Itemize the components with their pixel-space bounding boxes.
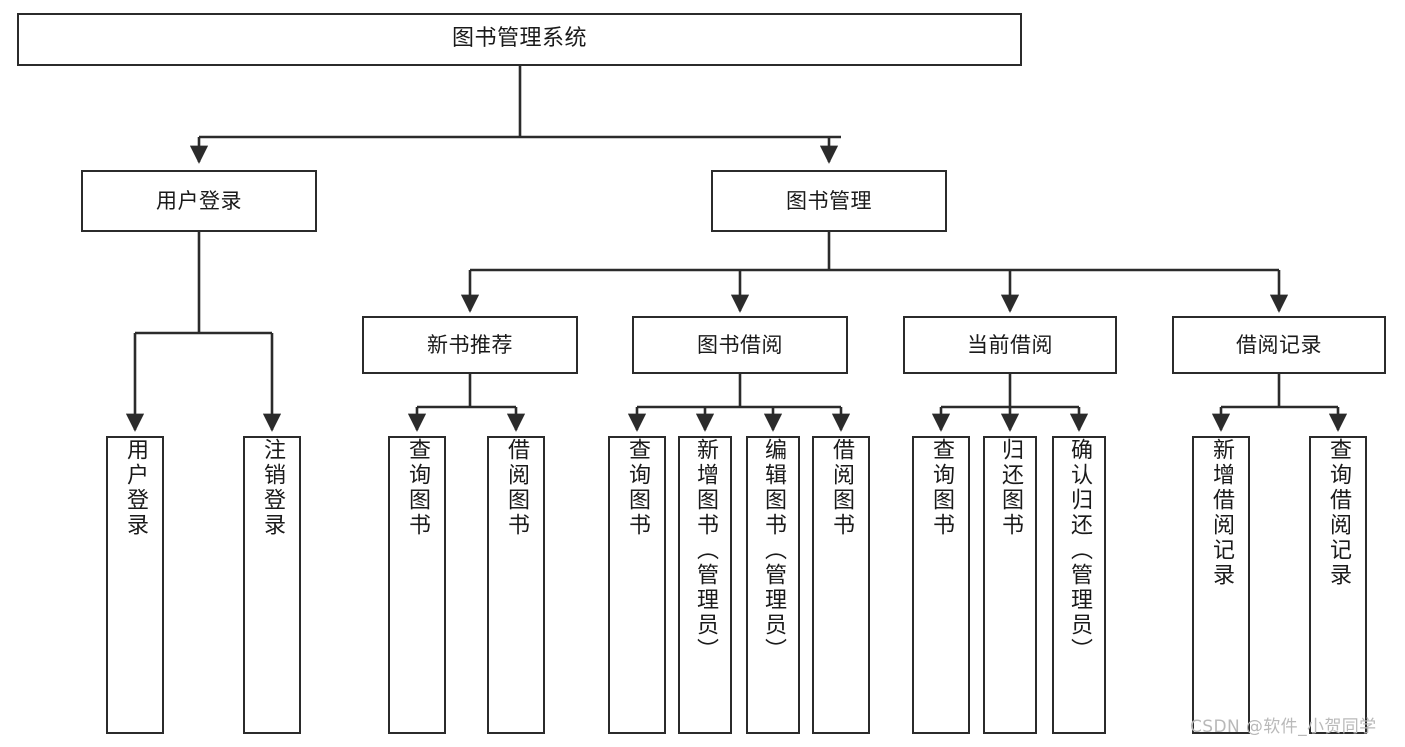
leaf-current-return-book[interactable]: 归还图书 [983,436,1037,734]
node-label: 查询借阅记录 [1326,438,1351,588]
node-user-login[interactable]: 用户登录 [81,170,317,232]
node-label: 借阅记录 [1236,332,1322,357]
node-current-borrow[interactable]: 当前借阅 [903,316,1117,374]
leaf-records-query-record[interactable]: 查询借阅记录 [1309,436,1367,734]
node-label: 编辑图书（管理员） [761,438,786,663]
watermark-text: CSDN @软件_小贺同学 [1190,717,1377,737]
node-label: 查询图书 [625,438,650,538]
node-label: 查询图书 [405,438,430,538]
node-label: 新增图书（管理员） [693,438,718,663]
node-book-management[interactable]: 图书管理 [711,170,947,232]
node-label: 确认归还（管理员） [1067,438,1092,663]
leaf-borrow-edit-book-admin[interactable]: 编辑图书（管理员） [746,436,800,734]
node-label: 用户登录 [123,438,148,538]
node-label: 用户登录 [156,188,242,213]
leaf-borrow-query-book[interactable]: 查询图书 [608,436,666,734]
leaf-recommend-borrow-book[interactable]: 借阅图书 [487,436,545,734]
leaf-user-logout[interactable]: 注销登录 [243,436,301,734]
node-label: 图书管理 [786,188,872,213]
node-label: 借阅图书 [504,438,529,538]
leaf-user-login[interactable]: 用户登录 [106,436,164,734]
node-label: 新书推荐 [427,332,513,357]
leaf-current-confirm-return-admin[interactable]: 确认归还（管理员） [1052,436,1106,734]
node-borrow-records[interactable]: 借阅记录 [1172,316,1386,374]
node-label: 借阅图书 [829,438,854,538]
node-label: 新增借阅记录 [1209,438,1234,588]
node-new-book-recommend[interactable]: 新书推荐 [362,316,578,374]
leaf-borrow-add-book-admin[interactable]: 新增图书（管理员） [678,436,732,734]
node-label: 当前借阅 [967,332,1053,357]
node-label: 图书管理系统 [451,26,587,52]
leaf-borrow-borrow-book[interactable]: 借阅图书 [812,436,870,734]
leaf-current-query-book[interactable]: 查询图书 [912,436,970,734]
node-label: 注销登录 [260,438,285,538]
node-label: 查询图书 [929,438,954,538]
node-label: 归还图书 [998,438,1023,538]
leaf-recommend-query-book[interactable]: 查询图书 [388,436,446,734]
node-label: 图书借阅 [697,332,783,357]
node-book-borrow[interactable]: 图书借阅 [632,316,848,374]
leaf-records-add-record[interactable]: 新增借阅记录 [1192,436,1250,734]
node-book-management-system[interactable]: 图书管理系统 [17,13,1022,66]
